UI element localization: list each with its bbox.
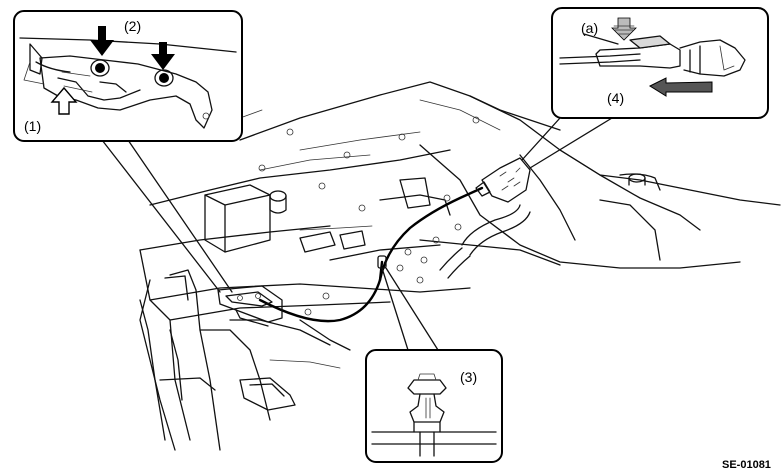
leader-lines [101,117,613,351]
release-handle [475,157,531,203]
callout-2: (2) [124,18,141,34]
callout-1: (1) [24,118,41,134]
callout-a: (a) [581,20,598,36]
lock-assembly [217,285,283,327]
down-arrow-icon [151,42,175,70]
inset-lock-detail [13,10,243,142]
inset-cable-end-detail [551,7,769,119]
release-cable [258,186,484,323]
figure-code: SE-01081 [722,459,771,471]
down-arrow-icon [90,26,114,56]
callout-4: (4) [607,90,624,106]
up-outline-arrow-icon [50,86,78,115]
hatched-arrow-icon [611,17,637,41]
callout-3: (3) [460,369,477,385]
left-arrow-icon [648,77,713,97]
inset-clip-detail [365,349,503,463]
